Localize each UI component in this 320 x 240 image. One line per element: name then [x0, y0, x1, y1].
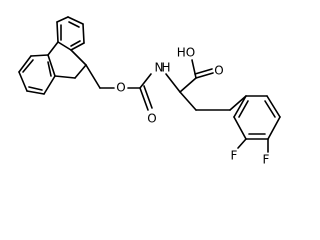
bond [56, 16, 69, 23]
carbamate-linker [85, 64, 153, 111]
bond [233, 116, 247, 140]
bond [139, 73, 152, 89]
double-bond [195, 72, 214, 79]
double-bond [194, 68, 213, 75]
double-bond [139, 87, 149, 111]
double-bond [143, 85, 153, 109]
bond [179, 77, 197, 93]
bond [57, 41, 72, 51]
bond [233, 95, 247, 118]
aromatic-bond [70, 40, 81, 47]
bond [56, 21, 59, 43]
bond [67, 16, 84, 25]
chemical-structure: HO O N H O O F F [18, 16, 281, 167]
bond [165, 73, 181, 93]
bond [70, 49, 87, 66]
aromatic-bond [264, 100, 276, 118]
carbamate-oxygen-label: O [116, 81, 125, 95]
bond [70, 42, 85, 51]
bond [18, 55, 32, 73]
bond [237, 138, 247, 149]
fluorene-five-ring [47, 41, 87, 79]
atom-labels: HO O N H O O F F [116, 46, 269, 167]
acid-carbonyl-oxygen-label: O [214, 64, 223, 78]
aromatic-bond [238, 100, 249, 118]
bond [43, 75, 56, 95]
amino-acid-backbone [165, 59, 247, 111]
amide-nitrogen-label: N [155, 61, 164, 75]
bond [229, 95, 247, 111]
structure-canvas: HO O N H O O F F [18, 16, 281, 167]
bond [30, 54, 49, 57]
bond [47, 41, 59, 56]
fluorene-lower-ring [18, 54, 56, 95]
bond [179, 91, 197, 111]
fluorenyl-group [18, 16, 87, 95]
amide-hydrogen-label: H [161, 61, 170, 75]
carbamate-carbonyl-oxygen-label: O [147, 112, 156, 126]
bond [26, 90, 45, 95]
bond [267, 116, 281, 140]
aromatic-bond [22, 59, 34, 73]
hydroxyl-label: HO [177, 46, 195, 60]
bond [191, 59, 197, 79]
fluorine-2-label: F [231, 149, 238, 163]
fluorine-3-label: F [263, 153, 270, 167]
aromatic-bond [47, 61, 52, 77]
aromatic-bond [68, 21, 80, 28]
fluorene-upper-ring [56, 16, 85, 51]
bond [85, 64, 101, 89]
bond [74, 64, 87, 79]
bond [47, 54, 56, 77]
bond [54, 75, 76, 79]
bond [266, 95, 281, 118]
bond [82, 23, 85, 44]
difluorophenyl-ring [233, 95, 281, 153]
bond [18, 71, 28, 92]
aromatic-bond [28, 86, 43, 91]
